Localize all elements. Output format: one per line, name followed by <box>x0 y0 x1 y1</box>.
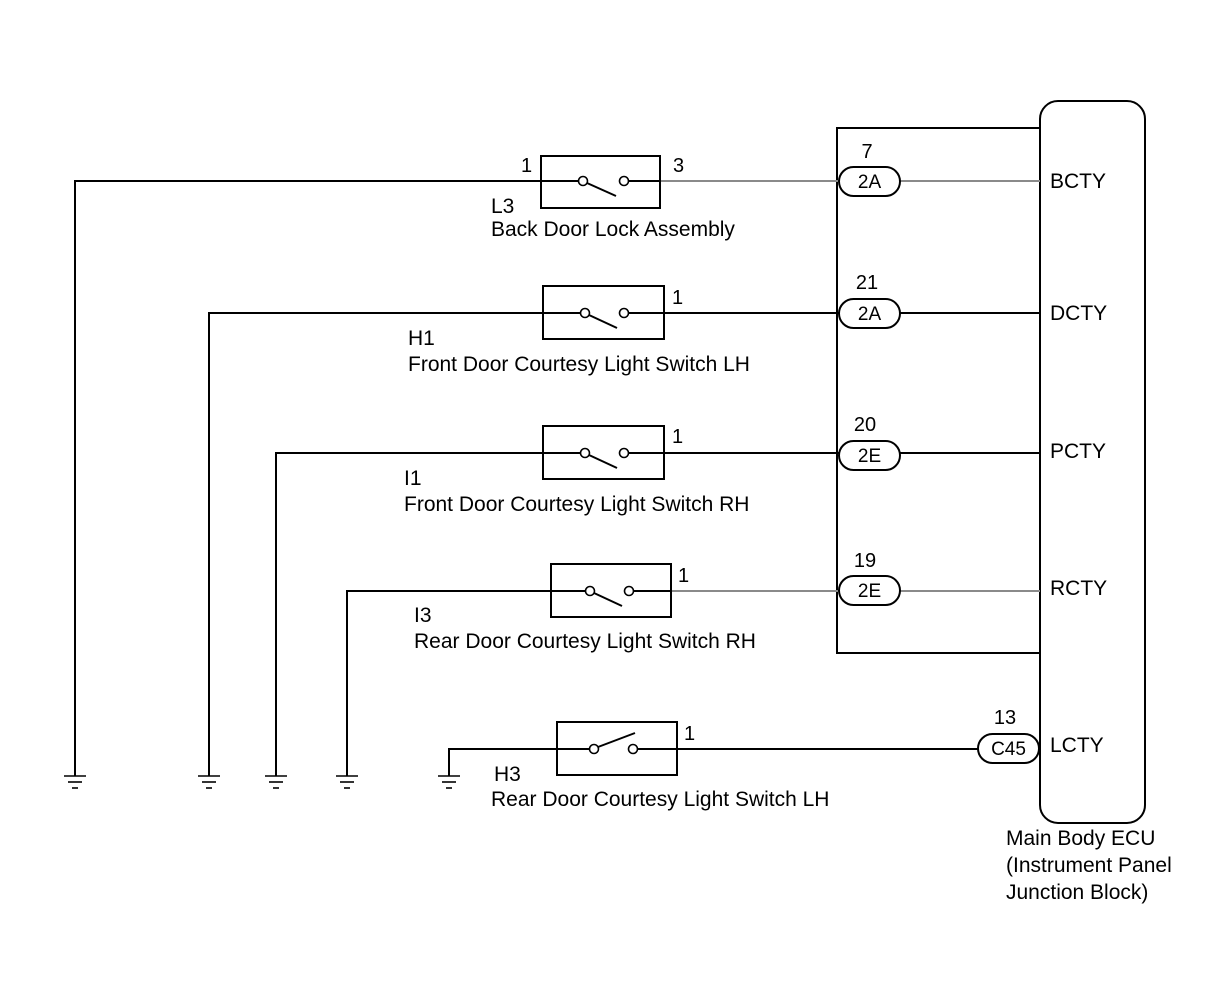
switch-contact <box>618 175 630 187</box>
ground-icon <box>64 775 86 789</box>
ecu-name-line3: Junction Block) <box>1006 881 1148 904</box>
connector-badge <box>838 440 901 471</box>
pin-label: 3 <box>673 155 684 177</box>
component-ref: I3 <box>414 604 432 627</box>
connector-label: 2A <box>858 304 882 325</box>
switch-blade <box>586 182 617 197</box>
connector-label: C45 <box>991 739 1026 760</box>
switch-contact <box>579 307 591 319</box>
connector-pin: 7 <box>861 141 872 163</box>
component-ref: L3 <box>491 195 514 218</box>
ground-wire-l3 <box>74 180 541 776</box>
circuit-dcty: 1 H1 Front Door Courtesy Light Switch LH… <box>208 272 1107 776</box>
component-ref: I1 <box>404 467 422 490</box>
connector-label: 2A <box>858 172 882 193</box>
ground-wire-i3 <box>346 590 551 776</box>
signal-label: BCTY <box>1050 170 1106 193</box>
switch-contact <box>623 585 635 597</box>
ecu-name-line2: (Instrument Panel <box>1006 854 1172 877</box>
component-ref: H3 <box>494 763 521 786</box>
signal-label: RCTY <box>1050 577 1107 600</box>
ground-symbols <box>64 775 460 789</box>
component-name: Back Door Lock Assembly <box>491 218 735 241</box>
ground-icon <box>198 775 220 789</box>
circuit-bcty: 1 3 L3 Back Door Lock Assembly 2A 7 BCTY <box>74 141 1106 776</box>
connector-badge <box>838 298 901 329</box>
component-name: Front Door Courtesy Light Switch RH <box>404 493 749 516</box>
pin-label: 1 <box>672 426 683 448</box>
switch-contact <box>584 585 596 597</box>
signal-label: LCTY <box>1050 734 1104 757</box>
pin-label: 1 <box>521 155 532 177</box>
switch-contact <box>588 743 600 755</box>
switch-contact <box>579 447 591 459</box>
connector-badge <box>977 733 1040 764</box>
connector-badge <box>838 166 901 197</box>
connector-badge <box>838 575 901 606</box>
connector-pin: 20 <box>854 414 876 436</box>
junction-block-frame <box>836 127 1041 654</box>
component-name: Front Door Courtesy Light Switch LH <box>408 353 750 376</box>
component-name: Rear Door Courtesy Light Switch LH <box>491 788 829 811</box>
circuit-lcty: 1 H3 Rear Door Courtesy Light Switch LH … <box>448 707 1104 811</box>
switch-contact <box>618 447 630 459</box>
switch-blade <box>593 592 623 607</box>
ecu-box <box>1039 100 1146 824</box>
switch-blade <box>597 732 636 748</box>
circuit-pcty: 1 I1 Front Door Courtesy Light Switch RH… <box>275 414 1106 776</box>
switch-contact <box>618 307 630 319</box>
signal-label: DCTY <box>1050 302 1107 325</box>
pin-label: 1 <box>684 723 695 745</box>
switch-contact <box>577 175 589 187</box>
ground-icon <box>336 775 358 789</box>
pin-label: 1 <box>678 565 689 587</box>
connector-pin: 19 <box>854 550 876 572</box>
pin-label: 1 <box>672 287 683 309</box>
ground-wire-h3 <box>448 748 557 776</box>
ground-wire-i1 <box>275 452 543 776</box>
switch-blade <box>588 314 618 329</box>
ground-icon <box>265 775 287 789</box>
component-ref: H1 <box>408 327 435 350</box>
ground-icon <box>438 775 460 789</box>
connector-label: 2E <box>858 581 881 602</box>
connector-pin: 21 <box>856 272 878 294</box>
circuit-rcty: 1 I3 Rear Door Courtesy Light Switch RH … <box>346 550 1107 776</box>
switch-blade <box>588 454 618 469</box>
connector-label: 2E <box>858 446 881 467</box>
switch-contact <box>627 743 639 755</box>
ground-wire-h1 <box>208 312 543 776</box>
ecu-name-line1: Main Body ECU <box>1006 827 1155 850</box>
connector-pin: 13 <box>994 707 1016 729</box>
signal-label: PCTY <box>1050 440 1106 463</box>
component-name: Rear Door Courtesy Light Switch RH <box>414 630 756 653</box>
